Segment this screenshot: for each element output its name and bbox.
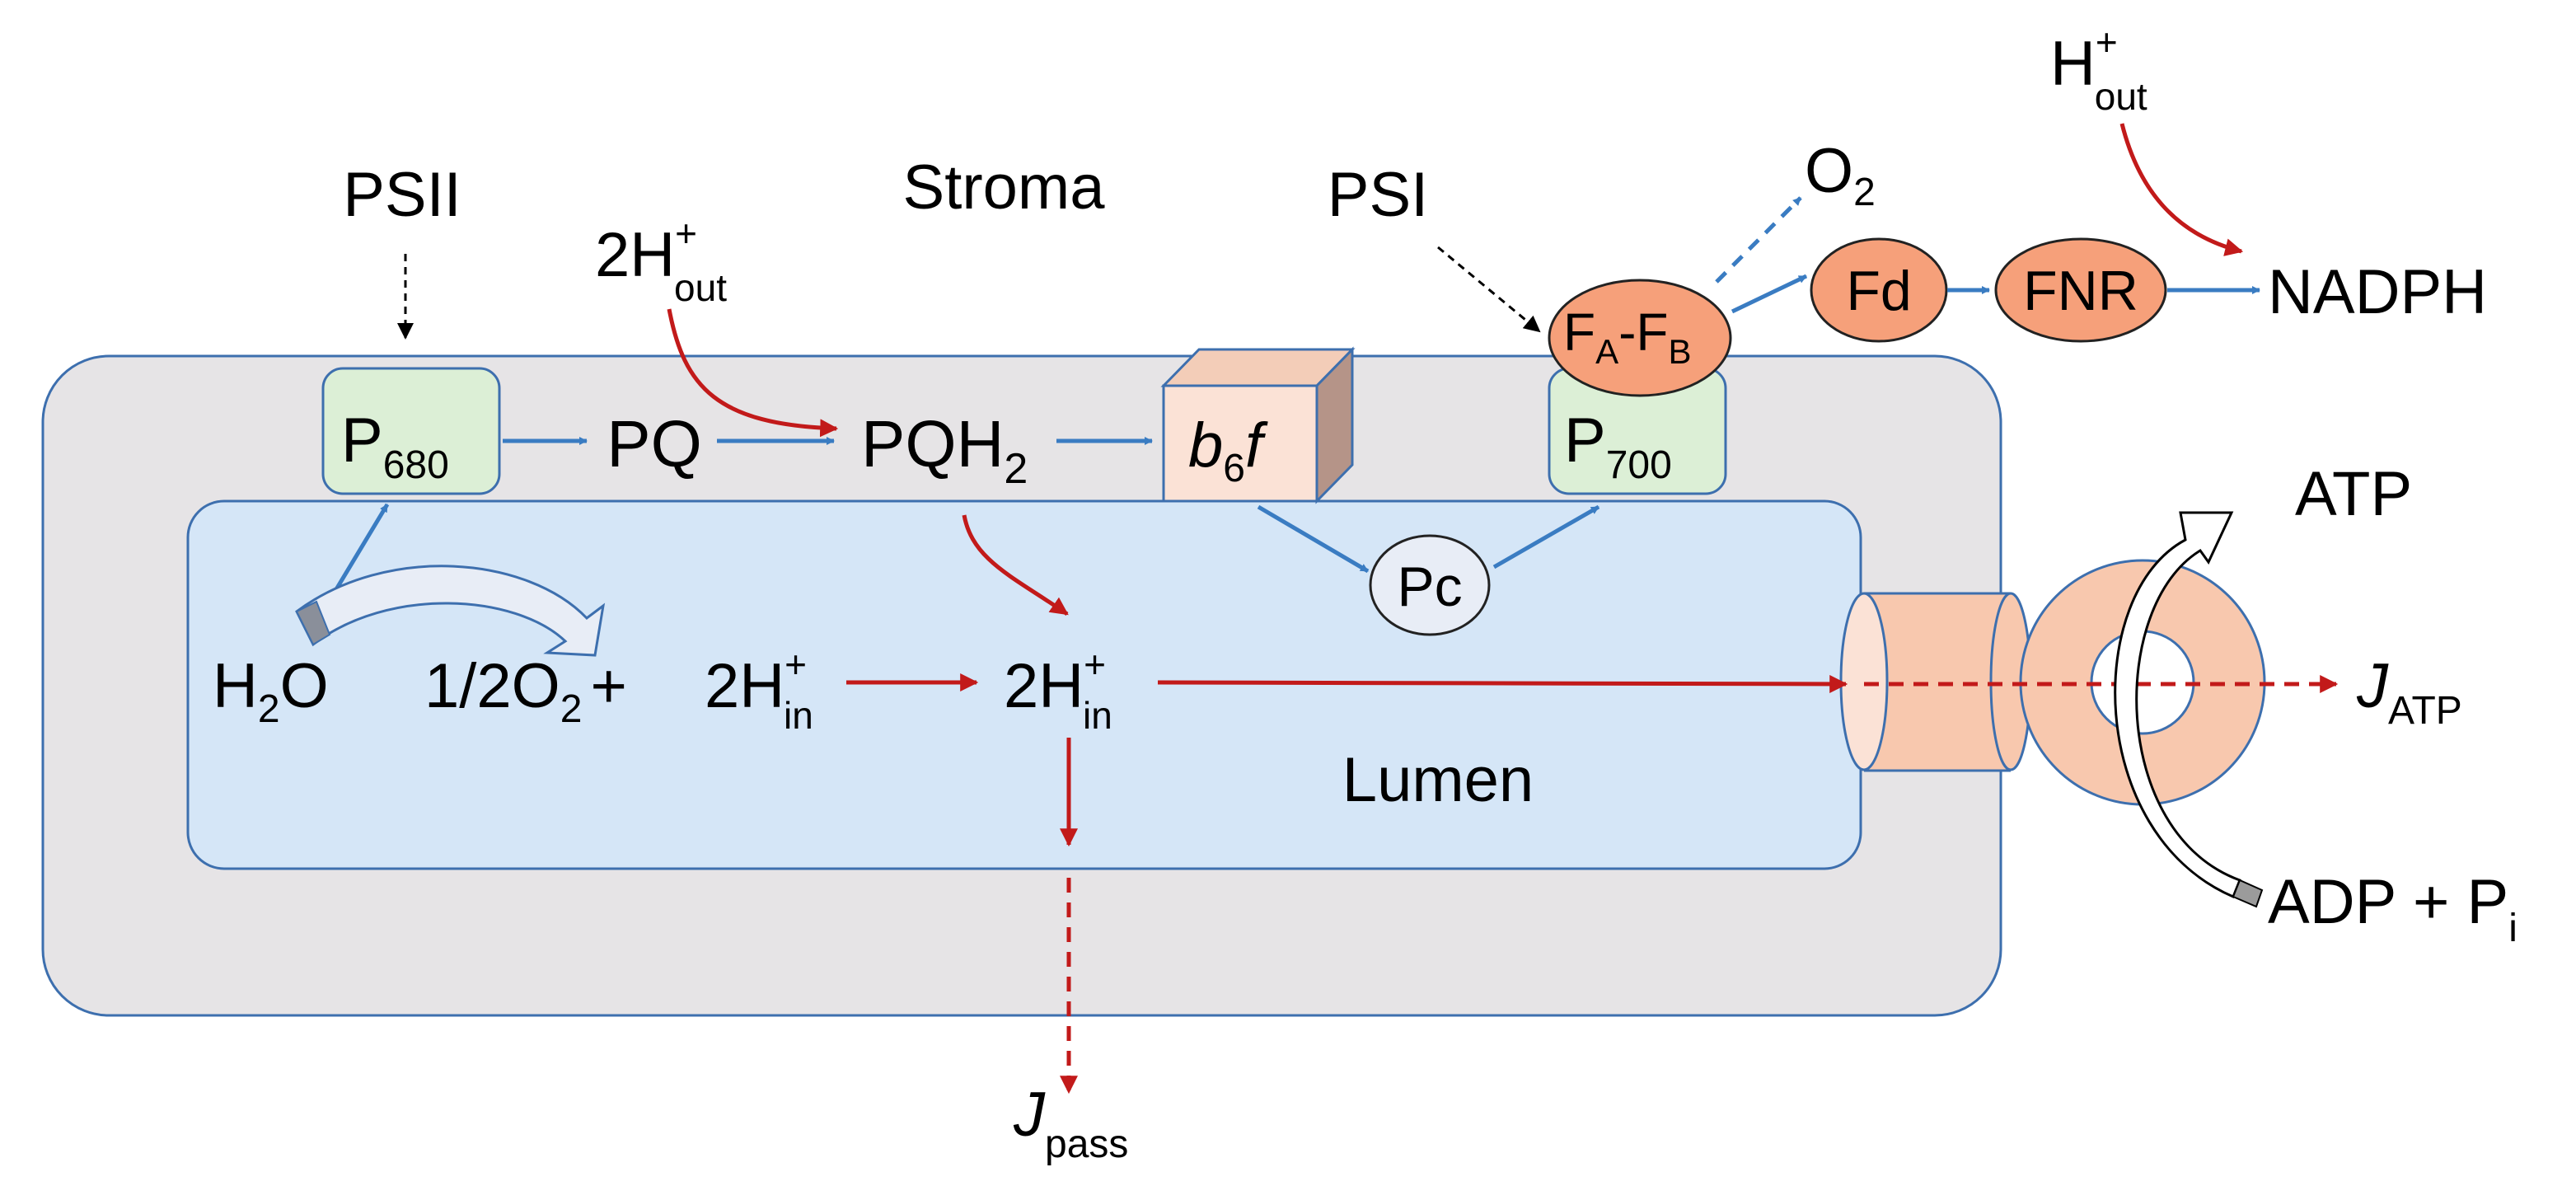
- arrow-fafb-o2: [1715, 196, 1802, 284]
- arrow-h-in-synthase: [1157, 674, 1848, 693]
- arrow-fafb-fd: [1731, 274, 1808, 314]
- nadph-label: NADPH: [2268, 257, 2487, 327]
- atp-synthase-channel-opening: [1839, 592, 1889, 771]
- rotation-arrow-icon: [2114, 511, 2241, 898]
- h-out-nadph-label: H+out: [2050, 21, 2147, 118]
- half-o2-label: 1/2O2+: [424, 651, 627, 731]
- pc-label: Pc: [1397, 555, 1462, 618]
- fnr-label: FNR: [2023, 260, 2138, 322]
- h2o-label: H2O: [213, 651, 329, 731]
- pc-node: [1369, 534, 1491, 636]
- arrow-pqh2-h-in: [962, 514, 1069, 616]
- fd-node: [1810, 237, 1948, 343]
- stroma-label: Stroma: [903, 152, 1106, 223]
- b6f-cube: [1160, 346, 1356, 504]
- arrow-h-out-pqh2: [667, 308, 839, 438]
- h-in-lumen-label: 2H+in: [705, 643, 813, 737]
- pqh2-label: PQH2: [861, 407, 1028, 493]
- h-in-transfer-label: 2H+in: [1004, 643, 1112, 737]
- fafb-label: FA-FB: [1563, 302, 1692, 371]
- p700-label: P700: [1564, 405, 1672, 487]
- psi-label: PSI: [1328, 160, 1429, 230]
- atp-synthase: [1839, 559, 2266, 806]
- curved-arrow-icon: [295, 565, 606, 657]
- arrow-h-out-nadph: [2119, 123, 2244, 256]
- adp-label: ADP + Pi: [2268, 867, 2517, 950]
- j-pass-label: Jpass: [1013, 1080, 1128, 1166]
- arrow-pc-p700: [1492, 504, 1600, 570]
- o2-label: O2: [1805, 136, 1876, 214]
- h-out-stroma-label: 2H+out: [595, 212, 727, 309]
- pq-label: PQ: [607, 407, 702, 480]
- proton-flow: [667, 123, 2339, 1095]
- p680-label: P680: [341, 405, 449, 487]
- j-atp-label: JATP: [2356, 651, 2462, 733]
- fnr-node: [1994, 237, 2167, 343]
- atp-label: ATP: [2295, 459, 2412, 529]
- lumen-label: Lumen: [1342, 745, 1534, 815]
- arrow-b6f-pc: [1257, 504, 1370, 574]
- psii-label: PSII: [343, 160, 461, 230]
- fafb-node: [1548, 279, 1732, 397]
- fd-label: Fd: [1846, 260, 1911, 322]
- p680-box: [321, 367, 501, 495]
- atp-synthase-channel: [1864, 593, 2011, 771]
- arrow-psi-pointer: [1437, 246, 1541, 333]
- b6f-label: b6f: [1188, 410, 1268, 490]
